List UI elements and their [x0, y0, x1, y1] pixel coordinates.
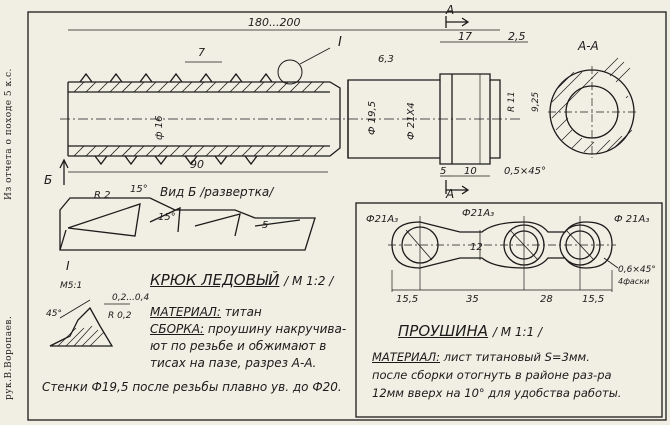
- dim-90: 90: [190, 158, 204, 171]
- eye-dim-h3: Ф 21А₃: [614, 214, 649, 225]
- eye-dim-28: 28: [540, 294, 553, 305]
- eye-scale: / М 1:1 /: [492, 325, 543, 339]
- view-b-title: Вид Б /развертка/: [160, 185, 275, 199]
- dim-2-5: 2,5: [508, 30, 526, 43]
- detail-scale: М5:1: [60, 281, 82, 291]
- frame: [27, 11, 667, 421]
- eye-material-label: МАТЕРИАЛ:: [372, 350, 441, 364]
- hook-title: КРЮК ЛЕДОВЫЙ: [150, 271, 280, 289]
- marker-a-bottom: А: [445, 187, 454, 201]
- eye-frame: [355, 202, 663, 418]
- view-b-development: [59, 197, 316, 251]
- eye-dim-155b: 15,5: [582, 294, 604, 305]
- eye-dim-12: 12: [470, 242, 483, 253]
- dim-45: 45°: [46, 309, 62, 319]
- label-detail-ref: I: [338, 35, 342, 50]
- hook-material-value: титан: [224, 305, 262, 319]
- eye-material-row: МАТЕРИАЛ: лист титановый S=3мм.: [372, 350, 590, 364]
- hook-material-row: МАТЕРИАЛ: титан: [150, 305, 262, 319]
- eye-chamfer: 0,6×45°: [618, 265, 656, 275]
- marker-a-top: А: [445, 3, 454, 17]
- hook-threaded-end: [347, 73, 501, 165]
- marker-b: Б: [44, 173, 52, 187]
- dim-d195: Ф 19,5: [367, 101, 378, 135]
- dim-5: 5: [440, 166, 446, 177]
- eye-title: ПРОУШИНА: [398, 322, 489, 340]
- eye-dim-35: 35: [466, 294, 479, 305]
- eye-plate: [388, 216, 619, 292]
- hook-assembly-label: СБОРКА:: [150, 322, 205, 336]
- dim-r11: R 11: [507, 91, 517, 112]
- eye-material-line3: 12мм вверх на 10° для удобства работы.: [372, 386, 622, 400]
- hook-assembly-line3: тисах на пазе, разрез А-А.: [150, 356, 317, 370]
- eye-dim-h2: Ф21А₃: [462, 208, 494, 219]
- eye-dim-155a: 15,5: [396, 294, 418, 305]
- dim-total: 180...200: [248, 16, 300, 29]
- dim-chamfer: 0,5×45°: [504, 166, 546, 177]
- hook-assembly-line2: ют по резьбе и обжимают в: [150, 339, 327, 353]
- dim-pitch: 7: [198, 46, 205, 59]
- dim-10: 10: [464, 166, 477, 177]
- hook-scale: / М 1:2 /: [284, 274, 334, 288]
- dim-925: 9,25: [531, 92, 541, 112]
- dim-d21: Ф 21Х4: [406, 102, 417, 140]
- section-label: А-А: [577, 39, 599, 53]
- eye-title-row: ПРОУШИНА / М 1:1 /: [398, 322, 542, 340]
- dim-r02: R 0,2: [108, 311, 132, 321]
- dim-17: 17: [458, 30, 472, 43]
- dim-15b: 15°: [158, 212, 176, 223]
- hook-tube: [60, 72, 520, 166]
- dim-02: 0,2...0,4: [112, 293, 149, 303]
- dim-15a: 15°: [130, 184, 148, 195]
- dim-d16: ф 16: [154, 116, 165, 140]
- hook-assembly-line1: проушину накручива-: [207, 322, 347, 336]
- section-a-a: [548, 57, 636, 158]
- eye-material-line2: после сборки отогнуть в районе раз-ра: [372, 368, 612, 382]
- eye-material-line1: лист титановый S=3мм.: [443, 350, 590, 364]
- hook-assembly-line4: Стенки Ф19,5 после резьбы плавно ув. до …: [42, 380, 342, 394]
- dim-5b: 5: [262, 220, 268, 231]
- detail-title: I: [66, 259, 70, 273]
- hook-title-row: КРЮК ЛЕДОВЫЙ / М 1:2 /: [150, 271, 333, 289]
- hook-material-label: МАТЕРИАЛ:: [150, 305, 221, 319]
- dim-r2: R 2: [94, 190, 111, 201]
- dim-roughness: 6,3: [378, 54, 394, 65]
- hook-assembly-row: СБОРКА: проушину накручива-: [150, 322, 346, 336]
- eye-dim-h1: Ф21А₃: [366, 214, 398, 225]
- detail-i: [49, 299, 130, 347]
- eye-chamfer-note: 4фаски: [618, 277, 649, 286]
